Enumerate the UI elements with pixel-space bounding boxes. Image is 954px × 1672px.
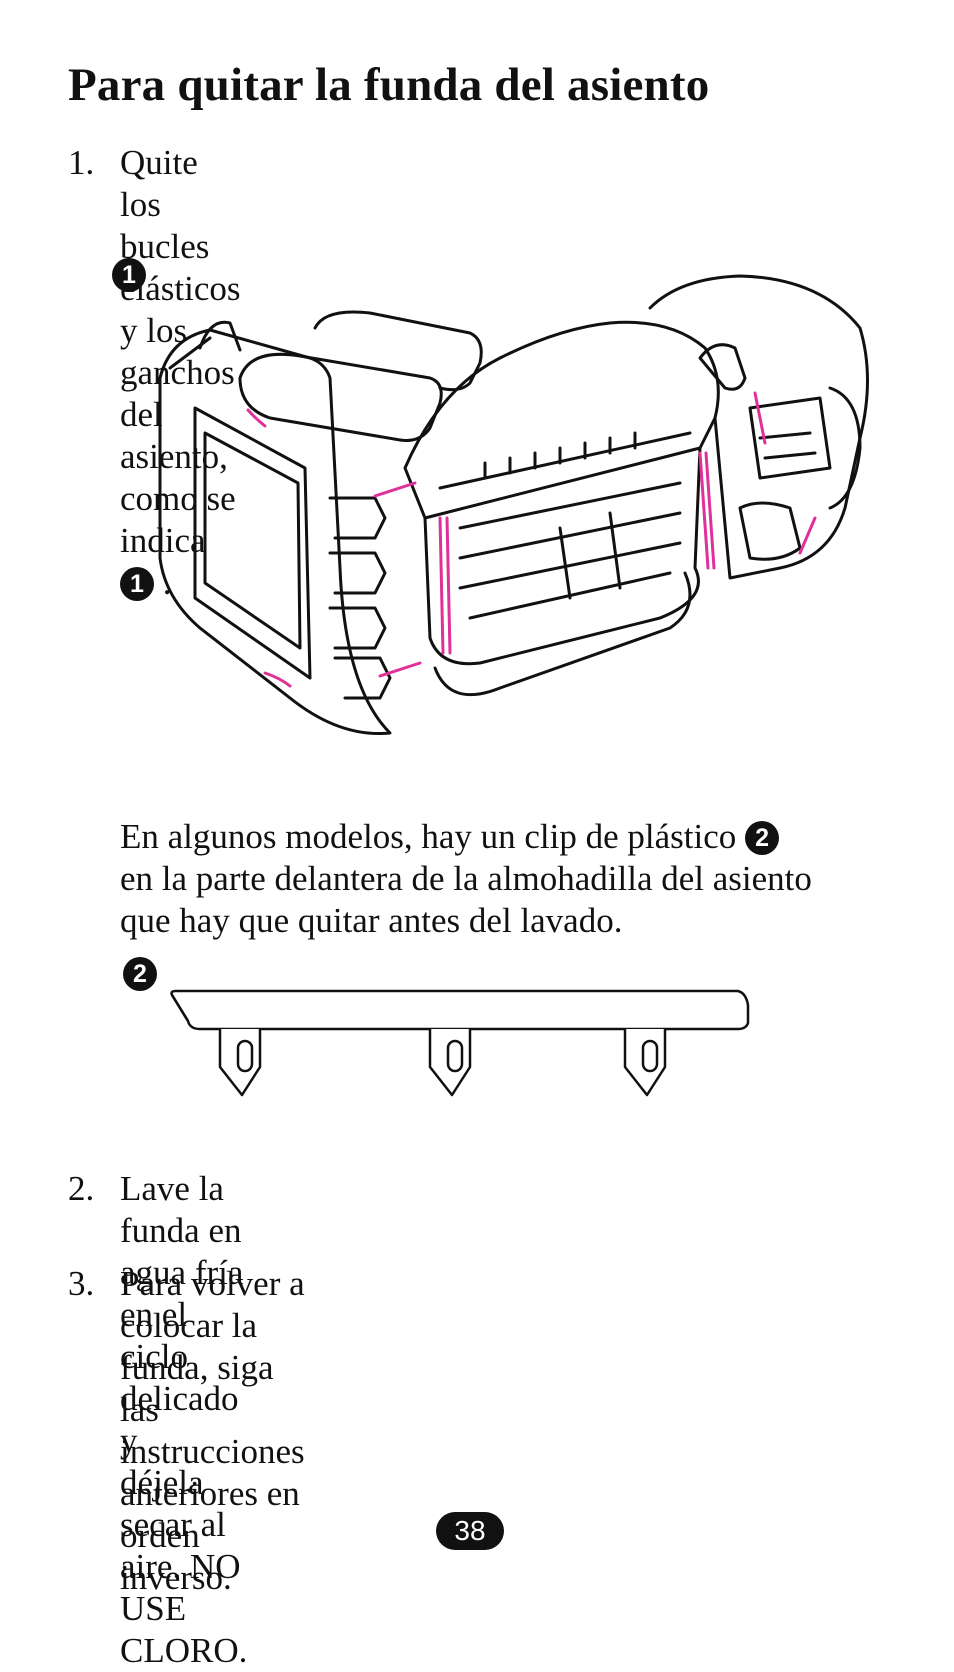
note-paragraph: En algunos modelos, hay un clip de plást… [120, 816, 812, 942]
step-number: 2. [68, 1169, 95, 1208]
step-number: 1. [68, 143, 95, 182]
note-line: que hay que quitar antes del lavado. [120, 901, 623, 940]
figure-2-label-badge: 2 [123, 957, 157, 991]
step-text-line: instrucciones anteriores en orden invers… [120, 1432, 305, 1597]
step-text-line: Para volver a colocar la funda, siga las [120, 1264, 305, 1429]
car-seat-underside-illustration [158, 274, 869, 736]
step-text-line: Quite los bucles elásticos y los ganchos… [120, 143, 241, 434]
plastic-clip-illustration [170, 989, 750, 1097]
note-line: En algunos modelos, hay un clip de plást… [120, 816, 812, 858]
page-number: 38 [436, 1512, 504, 1550]
figure-ref-badge-1: 1 [120, 566, 154, 601]
figure-1-label-badge: 1 [112, 258, 146, 292]
page-title: Para quitar la funda del asiento [68, 59, 710, 111]
note-line: en la parte delantera de la almohadilla … [120, 859, 812, 898]
step-number: 3. [68, 1264, 95, 1303]
step-text-line: Lave la funda en agua fría en el ciclo d… [120, 1169, 244, 1460]
figure-ref-badge-2: 2 [745, 820, 780, 855]
